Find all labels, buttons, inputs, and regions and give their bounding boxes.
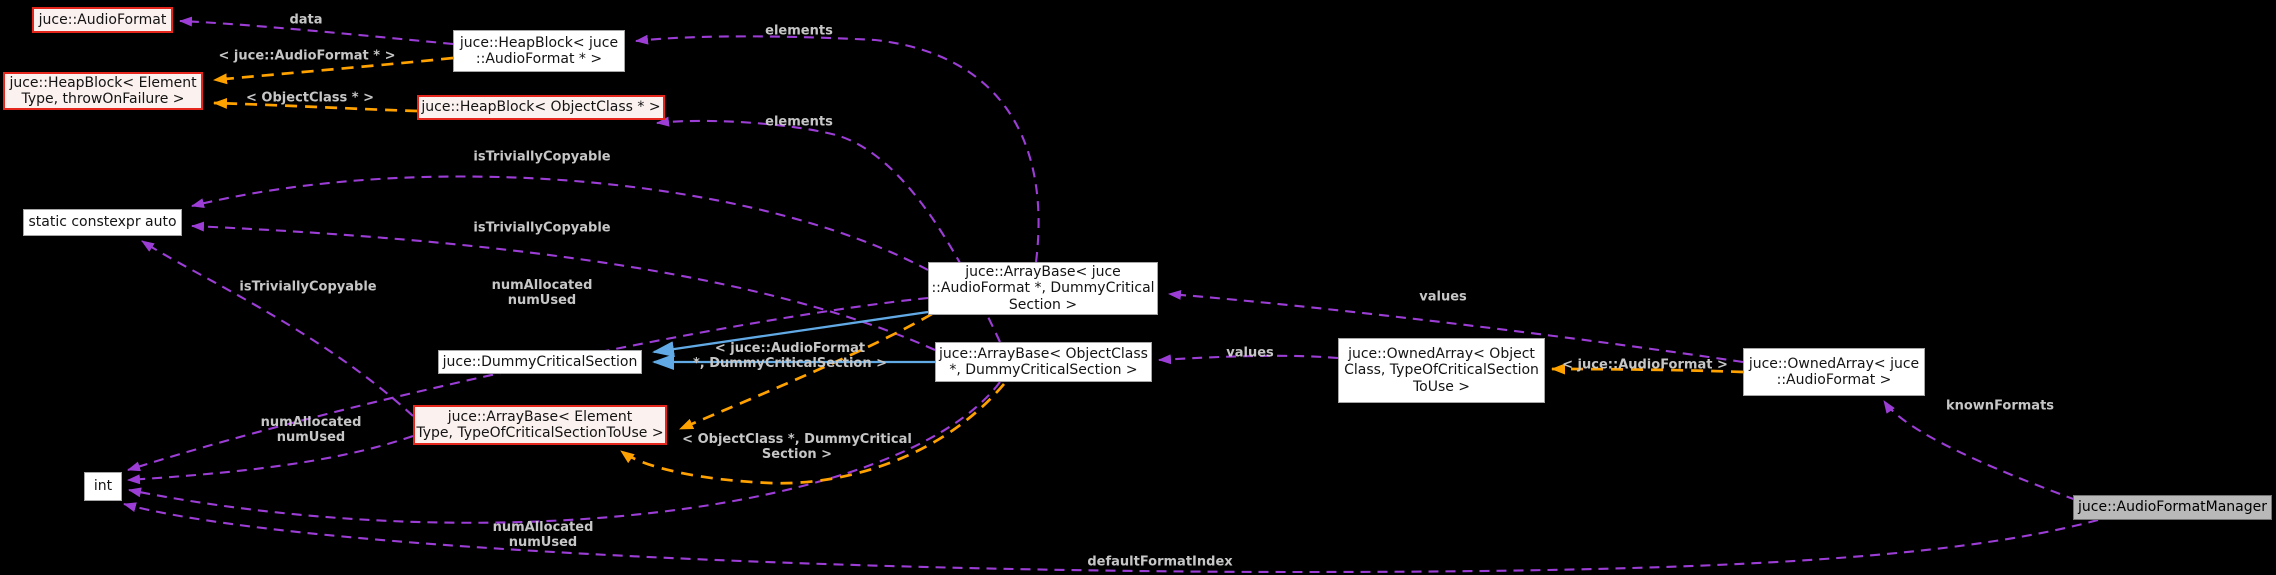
node-heapblock-element-type[interactable]: juce::HeapBlock< Element Type, throwOnFa… <box>3 72 203 110</box>
edge-template-ownedarray <box>1551 363 1744 375</box>
node-ownedarray-audioformat[interactable]: juce::OwnedArray< juce ::AudioFormat > <box>1743 348 1925 396</box>
node-heapblock-objectclass-ptr[interactable]: juce::HeapBlock< ObjectClass * > <box>417 95 665 120</box>
edge-knownformats <box>1883 400 2077 501</box>
node-heapblock-audioformat-ptr[interactable]: juce::HeapBlock< juce ::AudioFormat * > <box>453 30 625 72</box>
edge-template-heapblock-objectclass <box>213 97 418 113</box>
edge-istriviallycopyable-objectclass <box>191 221 936 351</box>
node-audio-format-manager[interactable]: juce::AudioFormatManager <box>2073 495 2272 520</box>
node-ownedarray-objectclass[interactable]: juce::OwnedArray< Object Class, TypeOfCr… <box>1338 338 1545 403</box>
edges <box>123 16 2099 574</box>
edge-inherit-arraybase-audioformat <box>652 310 929 358</box>
node-audio-format[interactable]: juce::AudioFormat <box>32 7 173 33</box>
node-dummy-critical-section[interactable]: juce::DummyCriticalSection <box>438 350 642 374</box>
edge-numallocated-audioformat <box>127 296 929 472</box>
edge-istriviallycopyable-audioformat <box>191 175 929 271</box>
node-arraybase-audioformat[interactable]: juce::ArrayBase< juce ::AudioFormat *, D… <box>928 262 1158 315</box>
edge-elements-audioformat <box>635 34 1040 263</box>
edge-template-arraybase-audioformat <box>679 312 933 431</box>
node-arraybase-objectclass[interactable]: juce::ArrayBase< ObjectClass *, DummyCri… <box>935 342 1152 382</box>
edge-defaultformatindex <box>123 502 2099 574</box>
node-arraybase-element-type[interactable]: juce::ArrayBase< Element Type, TypeOfCri… <box>413 405 667 445</box>
edge-template-arraybase-objectclass <box>620 383 1006 485</box>
edge-values-objectclass <box>1158 354 1339 365</box>
node-int-type[interactable]: int <box>84 472 122 501</box>
edge-template-heapblock-audioformat <box>213 56 454 85</box>
edge-numallocated-element <box>127 435 414 485</box>
edge-istriviallycopyable-element <box>141 240 414 417</box>
node-static-constexpr-auto[interactable]: static constexpr auto <box>23 209 182 236</box>
edge-numallocated-objectclass <box>128 381 1001 524</box>
edge-data <box>179 16 454 46</box>
